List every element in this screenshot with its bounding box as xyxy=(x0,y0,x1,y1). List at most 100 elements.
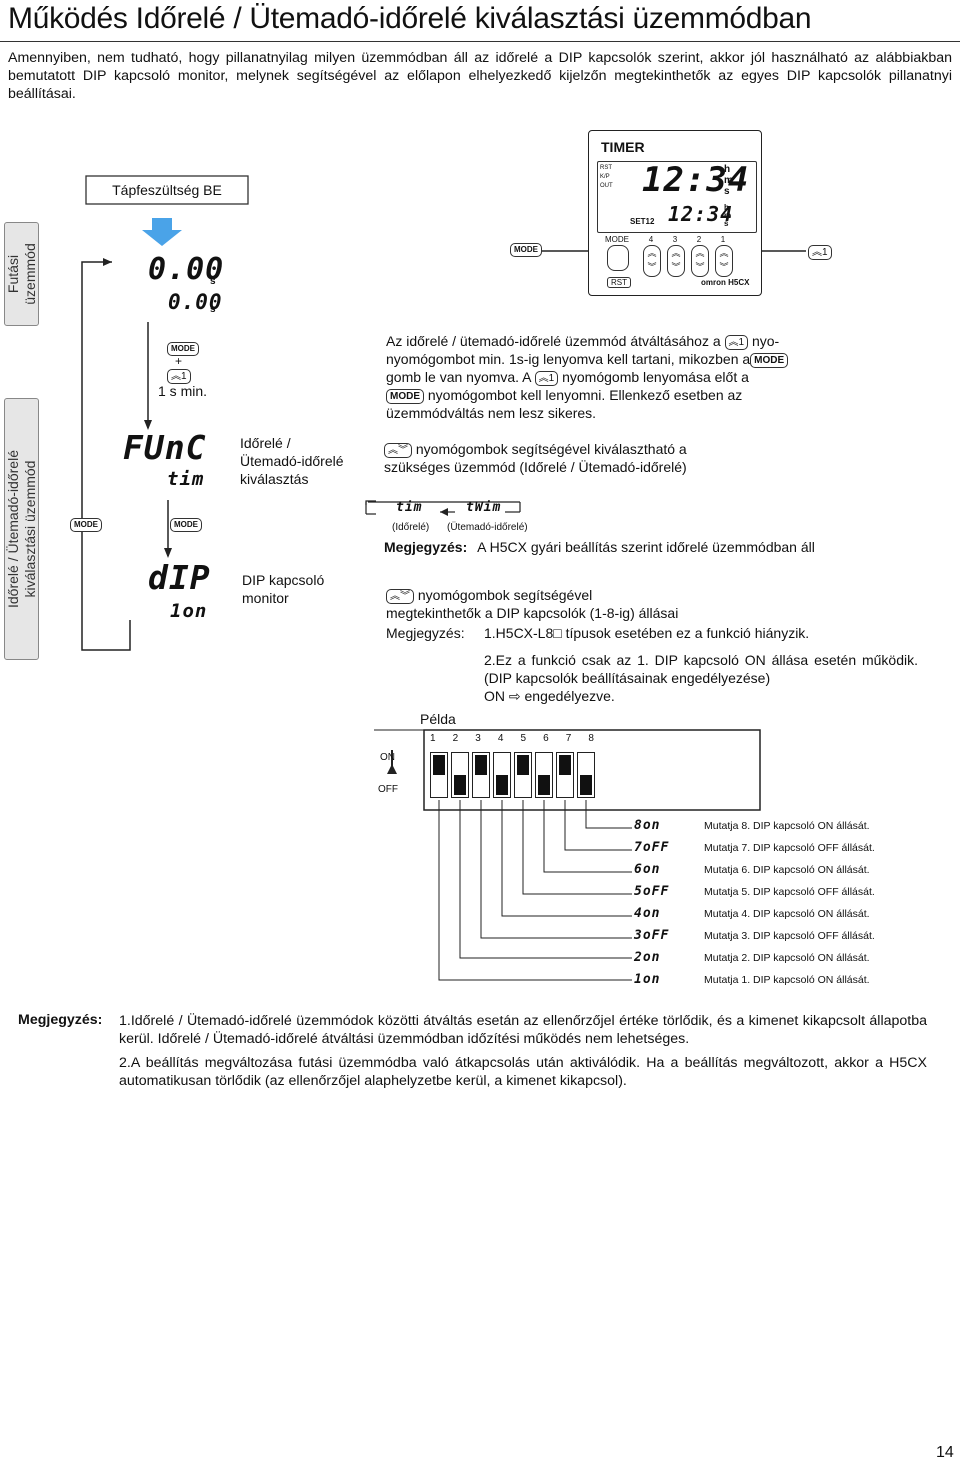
func-lcd: FUnC tim xyxy=(115,428,215,496)
dip-switch-knob xyxy=(559,755,571,775)
timer-set-label: SET12 xyxy=(630,217,655,226)
dip-list-display: 1on xyxy=(634,972,661,987)
dip-on-label: ON xyxy=(380,752,395,763)
mode-key-center[interactable]: MODE xyxy=(170,518,202,532)
mode-key-inline[interactable]: MODE xyxy=(750,352,789,368)
up1-key-inline[interactable]: ︽1 xyxy=(724,334,749,350)
dip-list-display: 4on xyxy=(634,906,661,921)
dip-switch-knob xyxy=(517,755,529,775)
timer-digit-1-button[interactable]: ︽︾ xyxy=(715,245,733,277)
timer-screen: RST K/P OUT 12:34 h m s SET12 12:34 h m … xyxy=(597,160,757,233)
up1-key-inline-2[interactable]: ︽1 xyxy=(534,370,559,386)
monitor-text: ︽︾ nyomógombok segítségével megtekinthet… xyxy=(386,587,679,621)
timer-device: TIMER RST K/P OUT 12:34 h m s SET12 12:3… xyxy=(588,130,762,296)
timer-main-display: 12:34 xyxy=(642,160,750,200)
run-lcd-unit-bottom: s xyxy=(210,304,216,315)
footer-label: Megjegyzés: xyxy=(18,1012,103,1028)
timer-digit-4-button[interactable]: ︽︾ xyxy=(643,245,661,277)
title-rule xyxy=(0,41,960,42)
dip-switch-1[interactable] xyxy=(430,752,448,798)
page-title: Működés Időrelé / Ütemadó-időrelé kivála… xyxy=(8,2,812,35)
instr-line-5: üzemmódváltás nem lesz sikeres. xyxy=(386,405,597,421)
mode-disp-twin: tWim xyxy=(466,500,502,515)
dip-list-display: 5oFF xyxy=(634,884,670,899)
timer-mode-button[interactable] xyxy=(607,245,629,271)
dip-switch-knob xyxy=(538,775,550,795)
power-on-label: Tápfeszültség BE xyxy=(112,182,222,198)
dip-list-display: 6on xyxy=(634,862,661,877)
timer-digit-3-button[interactable]: ︽︾ xyxy=(667,245,685,277)
double-up-chevron-icon: ︽ xyxy=(812,247,822,259)
dip-lcd: dIP 1on xyxy=(140,558,230,626)
dip-lcd-top: dIP xyxy=(148,558,211,597)
dip-switch-7[interactable] xyxy=(556,752,574,798)
run-lcd-top: 0.00 xyxy=(148,252,225,287)
up-down-keys[interactable]: ︽︾ xyxy=(384,442,412,458)
mode-key-inline-2[interactable]: MODE xyxy=(386,388,424,404)
double-up-chevron-icon: ︽ xyxy=(171,371,181,383)
one-second-min: 1 s min. xyxy=(158,383,208,399)
dip-list-text: Mutatja 5. DIP kapcsoló OFF állását. xyxy=(704,886,875,898)
footer-note-2: 2.A beállítás megváltozása futási üzemmó… xyxy=(119,1055,927,1089)
instr-line-1: Az időrelé / ütemadó-időrelé üzemmód átv… xyxy=(386,333,780,350)
dip-switch-3[interactable] xyxy=(472,752,490,798)
mode-disp-timer-label: (Időrelé) xyxy=(392,522,430,533)
dip-switch-knob xyxy=(496,775,508,795)
dip-switch-knob xyxy=(475,755,487,775)
instr-line-3: gomb le van nyomva. A ︽1 nyomógomb lenyo… xyxy=(386,369,749,386)
dip-list-text: Mutatja 4. DIP kapcsoló ON állását. xyxy=(704,908,870,920)
dip-switch-5[interactable] xyxy=(514,752,532,798)
dip-list-text: Mutatja 7. DIP kapcsoló OFF állását. xyxy=(704,842,875,854)
dip-list-display: 3oFF xyxy=(634,928,670,943)
dip-switch-row xyxy=(428,752,598,798)
dip-lcd-bottom: 1on xyxy=(170,600,208,622)
dip-switch-6[interactable] xyxy=(535,752,553,798)
dip-switch-knob xyxy=(433,755,445,775)
dip-switch-2[interactable] xyxy=(451,752,469,798)
instr-line-4: MODE nyomógombot kell lenyomni. Ellenkez… xyxy=(386,386,831,404)
mode-key-left[interactable]: MODE xyxy=(70,518,102,532)
instruction-block: Az időrelé / ütemadó-időrelé üzemmód átv… xyxy=(386,332,831,422)
timer-indicators: RST K/P OUT xyxy=(600,165,613,189)
dip-switch-8[interactable] xyxy=(577,752,595,798)
up1-key-right-wrap[interactable]: ︽1 xyxy=(808,244,832,262)
dip-switch-knob xyxy=(580,775,592,795)
up1-key-wrap[interactable]: ︽1 xyxy=(167,368,191,386)
timer-set-display: 12:34 xyxy=(668,202,734,226)
dip-list-text: Mutatja 1. DIP kapcsoló ON állását. xyxy=(704,974,870,986)
example-label: Példa xyxy=(420,711,456,727)
mode-key-top[interactable]: MODE xyxy=(510,243,542,257)
mode-key[interactable]: MODE xyxy=(167,342,199,356)
note2-line-1: 1.H5CX-L8□ típusok esetében ez a funkció… xyxy=(484,625,810,641)
dip-switch-knob xyxy=(454,775,466,795)
run-lcd-unit-top: s xyxy=(210,276,216,287)
footer-note-1: 1.Időrelé / Ütemadó-időrelé üzemmódok kö… xyxy=(119,1013,927,1047)
run-lcd: 0.00 s 0.00 s xyxy=(112,252,225,322)
tab-run-mode: Futási üzemmód xyxy=(4,222,39,326)
note1: Megjegyzés: A H5CX gyári beállítás szeri… xyxy=(384,539,815,555)
timer-mode-label: MODE xyxy=(605,235,629,244)
intro-paragraph: Amennyiben, nem tudható, hogy pillanatny… xyxy=(8,50,952,102)
dip-list-text: Mutatja 8. DIP kapcsoló ON állását. xyxy=(704,820,870,832)
tab-select-mode: Időrelé / Ütemadó-időrelé kiválasztási ü… xyxy=(4,398,39,660)
dip-list-text: Mutatja 3. DIP kapcsoló OFF állását. xyxy=(704,930,875,942)
timer-brand: omron H5CX xyxy=(701,278,750,287)
up1-key[interactable]: ︽1 xyxy=(167,369,191,385)
up-down-keys-2[interactable]: ︽︾ xyxy=(386,588,414,604)
func-label: Időrelé / Ütemadó-időrelé kiválasztás xyxy=(240,435,344,487)
select-text: ︽︾ nyomógombok segítségével kiválaszthat… xyxy=(384,441,687,475)
dip-switch-4[interactable] xyxy=(493,752,511,798)
func-lcd-top: FUnC xyxy=(123,428,207,467)
note2-line-3: ON ⇨ engedélyezve. xyxy=(484,688,615,704)
up1-key-right[interactable]: ︽1 xyxy=(808,245,832,261)
timer-main-units: h m s xyxy=(724,164,733,197)
func-lcd-bottom: tim xyxy=(167,468,205,490)
dip-list-text: Mutatja 6. DIP kapcsoló ON állását. xyxy=(704,864,870,876)
timer-rst-button[interactable]: RST xyxy=(607,277,631,288)
timer-title: TIMER xyxy=(601,139,645,155)
timer-set-units: h m s xyxy=(724,203,732,228)
timer-digit-2-button[interactable]: ︽︾ xyxy=(691,245,709,277)
instr-line-2: nyomógombot min. 1s-ig lenyomva kell tar… xyxy=(386,350,831,368)
